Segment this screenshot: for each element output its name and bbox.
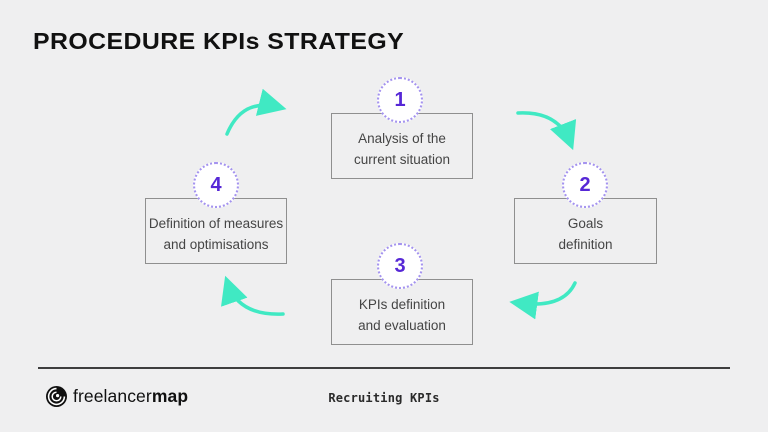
- step-box-analysis: Analysis of the current situation: [331, 113, 473, 179]
- logo-text-bold: map: [151, 386, 189, 406]
- step-box-label-line: current situation: [353, 152, 451, 167]
- logo-text-regular: freelancer: [73, 386, 152, 406]
- step-box-label-line: and optimisations: [163, 237, 269, 252]
- step-box-label-line: Goals: [567, 216, 604, 232]
- freelancermap-logo: freelancermap: [45, 385, 188, 408]
- cycle-arrow-top-right-icon: [516, 111, 577, 151]
- step-box-kpis: KPIs definition and evaluation: [331, 279, 473, 345]
- step-box-label-line: Definition of measures: [148, 216, 284, 232]
- cycle-arrow-bottom-left-icon: [221, 275, 285, 316]
- step-number: 1: [394, 88, 406, 111]
- step-number-badge-4: 4: [193, 162, 239, 208]
- page-title: PROCEDURE KPIs STRATEGY: [33, 28, 405, 54]
- freelancermap-logo-text: freelancermap: [73, 386, 188, 407]
- step-number: 3: [394, 254, 406, 277]
- cycle-arrow-bottom-right-icon: [509, 281, 577, 320]
- step-number: 2: [579, 173, 591, 196]
- step-number-badge-1: 1: [377, 77, 423, 123]
- step-number-badge-3: 3: [377, 243, 423, 289]
- freelancermap-logo-icon: [46, 386, 67, 407]
- footer-divider: [38, 367, 730, 369]
- cycle-arrow-top-left-icon: [225, 88, 287, 136]
- step-box-label-line: KPIs definition: [358, 297, 446, 313]
- step-box-label-line: and evaluation: [358, 318, 446, 333]
- step-box-label-line: definition: [558, 237, 613, 252]
- step-number: 4: [210, 173, 222, 196]
- step-number-badge-2: 2: [562, 162, 608, 208]
- step-box-label-line: Analysis of the: [358, 131, 446, 147]
- footer-caption: Recruiting KPIs: [328, 391, 440, 405]
- step-box-measures: Definition of measures and optimisations: [145, 198, 287, 264]
